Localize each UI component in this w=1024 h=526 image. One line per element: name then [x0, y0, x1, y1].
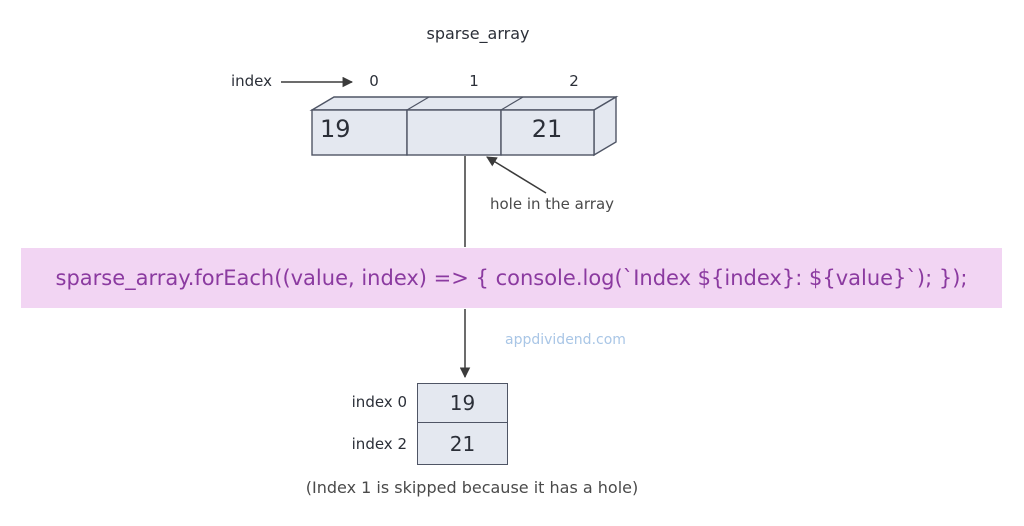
array-cell-0 [311, 109, 408, 156]
array-cell-2 [500, 109, 595, 156]
diagram-title: sparse_array [426, 24, 530, 43]
index-tick-2: 2 [569, 72, 579, 90]
top-face-divider-2 [500, 96, 524, 111]
result-row-1-label: index 2 [351, 435, 407, 453]
index-tick-0: 0 [369, 72, 379, 90]
index-tick-1: 1 [469, 72, 479, 90]
result-row-0-value: 19 [449, 391, 476, 415]
result-row-1-value: 21 [418, 422, 507, 464]
array-cell-0-value: 19 [320, 115, 351, 143]
array-cell-1 [406, 109, 502, 156]
hole-annotation: hole in the array [490, 195, 615, 213]
array-3d-box [309, 95, 619, 157]
top-face-divider-1 [406, 96, 430, 111]
result-row-0-label: index 0 [351, 393, 407, 411]
index-label: index [230, 72, 272, 90]
caption: (Index 1 is skipped because it has a hol… [305, 478, 639, 497]
result-table: 19 21 [417, 383, 508, 465]
code-snippet: sparse_array.forEach((value, index) => {… [21, 248, 1002, 308]
array-top-face [309, 96, 619, 111]
array-cell-2-value: 21 [531, 115, 563, 143]
hole-arrow [486, 156, 547, 194]
watermark: appdividend.com [505, 332, 626, 348]
